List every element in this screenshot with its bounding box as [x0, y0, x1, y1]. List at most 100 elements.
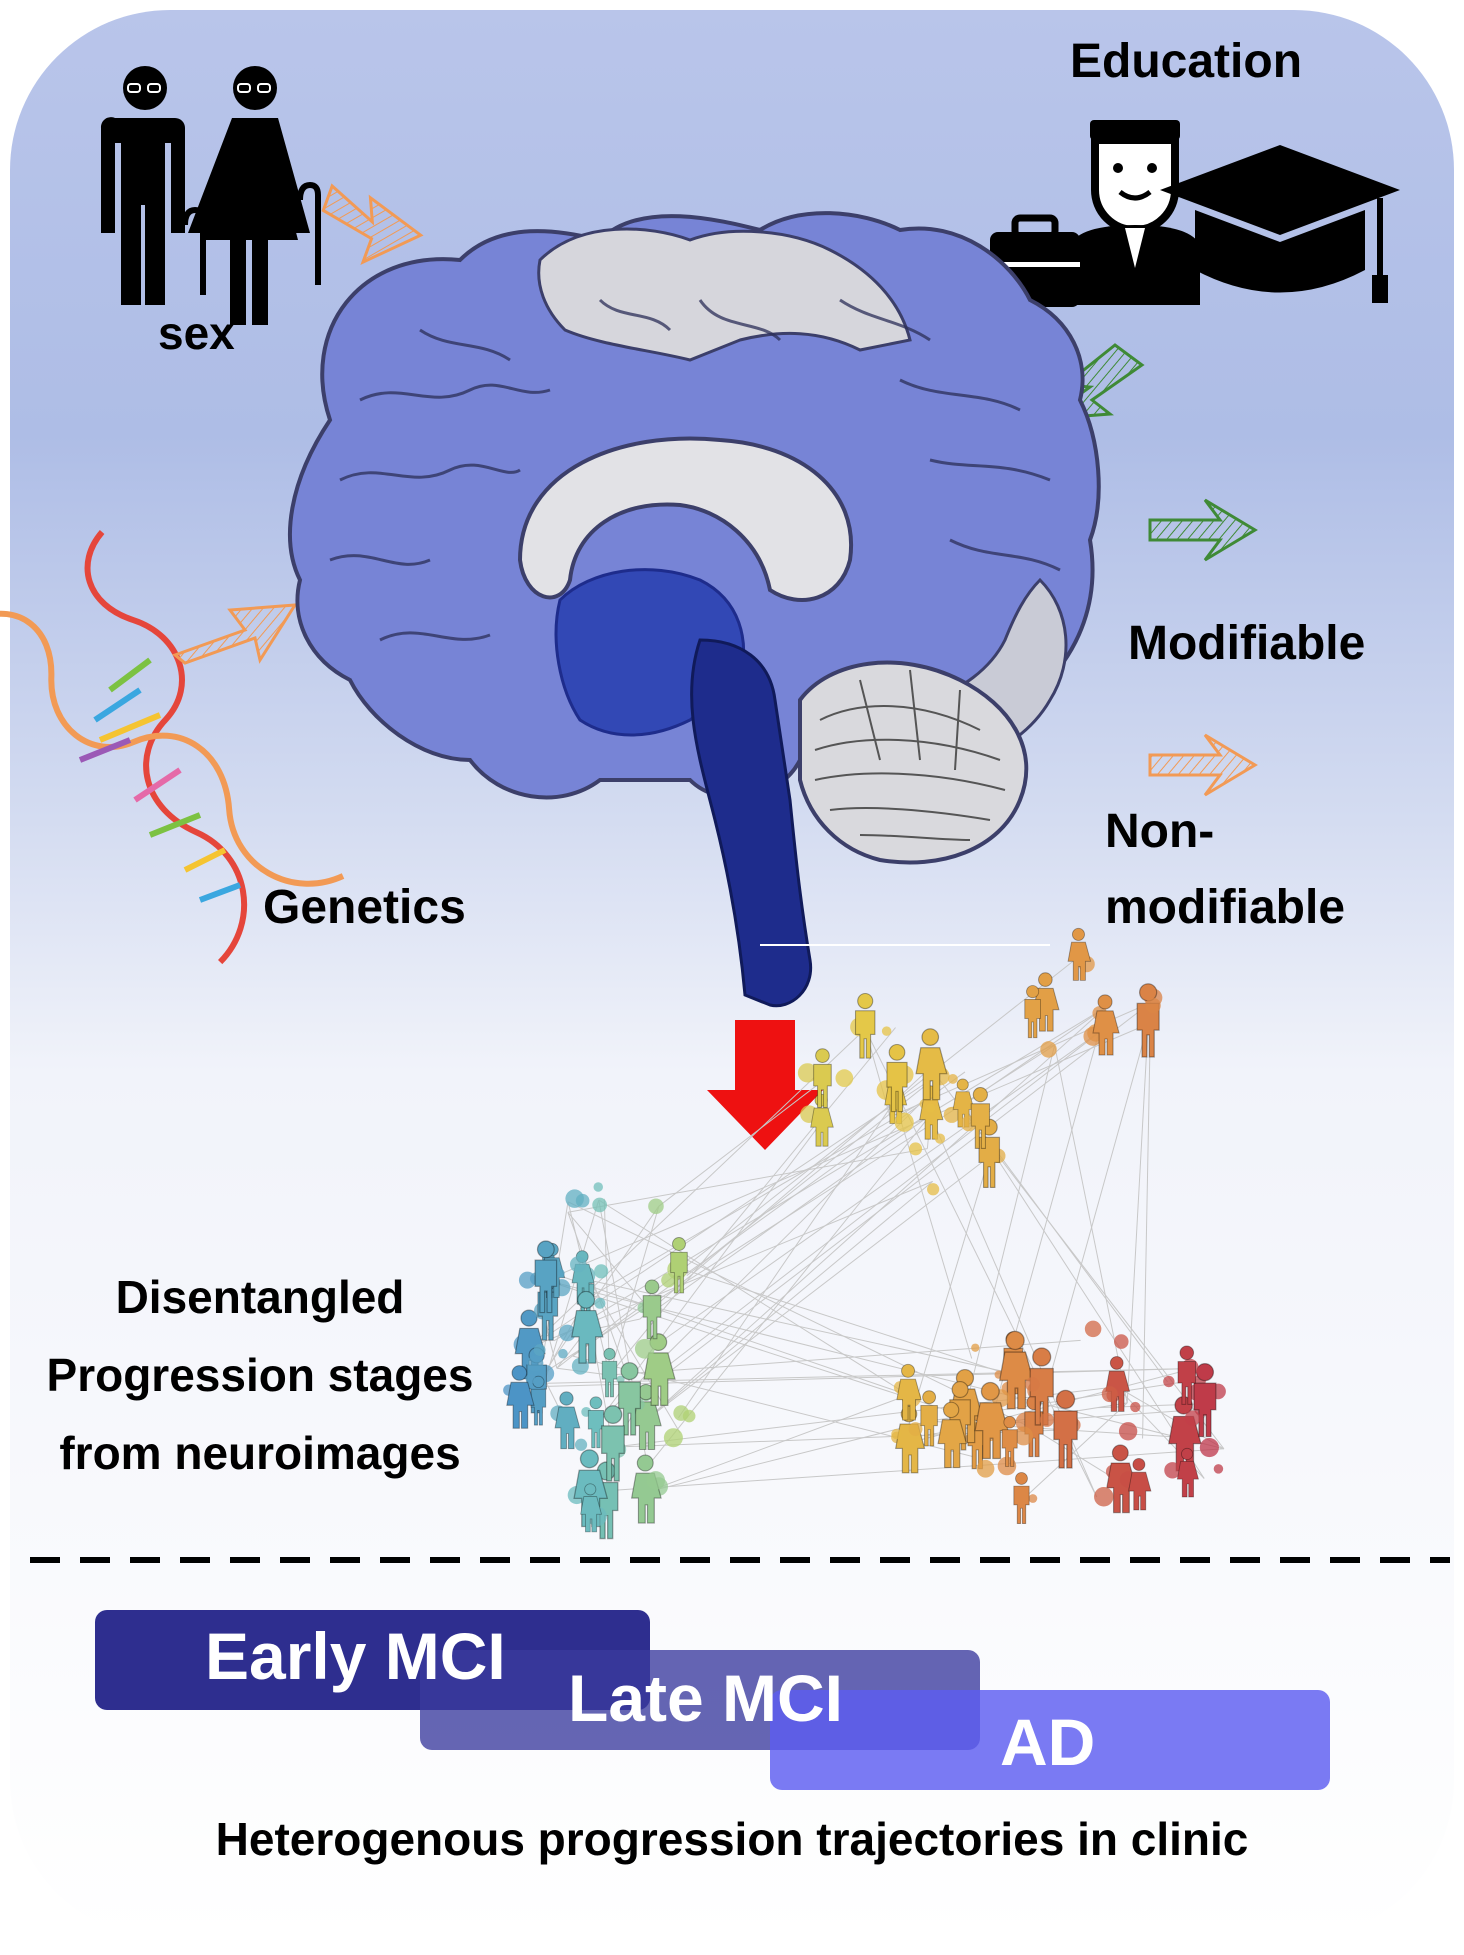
network-node	[943, 1106, 960, 1123]
network-link	[545, 1023, 1149, 1281]
network-link	[651, 1114, 931, 1313]
network-node	[891, 1428, 902, 1440]
person-icon	[886, 1043, 908, 1113]
brain-illustration	[288, 211, 1101, 1008]
network-link	[645, 1180, 933, 1421]
network-node	[894, 1112, 914, 1132]
person-icon	[632, 1383, 662, 1451]
genetics-arrow	[171, 603, 298, 665]
network-node	[1130, 1401, 1141, 1413]
person-icon	[580, 1483, 603, 1533]
network-link	[645, 1394, 909, 1493]
person-icon	[670, 1237, 688, 1294]
network-node	[1184, 1410, 1201, 1426]
modifiable-legend-arrow	[1148, 498, 1258, 562]
person-icon	[642, 1279, 662, 1340]
education-label: Education	[1070, 35, 1303, 88]
network-node	[908, 1422, 923, 1437]
non-modifiable-label-line1: Non-	[1105, 805, 1215, 858]
person-icon	[1024, 985, 1041, 1039]
network-node	[682, 1409, 696, 1423]
network-node	[592, 1197, 607, 1213]
network-node	[1114, 1334, 1129, 1349]
network-node	[835, 1069, 854, 1087]
non-modifiable-legend-arrow	[1148, 733, 1258, 797]
person-icon	[506, 1365, 535, 1429]
network-link	[1126, 1024, 1149, 1403]
network-link	[678, 1100, 896, 1419]
person-icon	[813, 1048, 832, 1108]
person-icon	[896, 1363, 922, 1421]
network-node	[556, 1268, 565, 1278]
graduate-icon	[990, 120, 1400, 307]
network-node	[1163, 1375, 1175, 1388]
network-link	[1116, 1386, 1225, 1450]
network-node	[661, 1273, 676, 1288]
person-icon	[915, 1028, 948, 1101]
network-node	[533, 1344, 546, 1356]
network-link	[538, 1368, 1194, 1388]
caption: Heterogenous progression trajectories in…	[215, 1813, 1249, 1865]
network-link	[962, 1105, 1205, 1479]
network-node	[593, 1182, 603, 1192]
disentangled-label-line3: from neuroimages	[59, 1427, 461, 1479]
progression-network	[503, 927, 1226, 1540]
person-icon	[1001, 1415, 1018, 1467]
network-node	[1028, 1494, 1038, 1503]
person-icon	[530, 1375, 547, 1426]
network-node	[1118, 1422, 1138, 1441]
network-link	[536, 1368, 1194, 1384]
network-link	[647, 1114, 931, 1467]
network-node	[518, 1271, 536, 1289]
person-icon	[937, 1401, 968, 1469]
person-icon	[1053, 1389, 1078, 1469]
dna-icon	[0, 530, 345, 965]
person-icon	[974, 1381, 1009, 1460]
disentangled-label-line1: Disentangled	[115, 1271, 405, 1323]
person-icon	[534, 1240, 558, 1314]
network-node	[1094, 1487, 1114, 1507]
network-link	[567, 1211, 653, 1313]
network-node	[646, 1471, 666, 1490]
network-node	[663, 1428, 683, 1448]
network-link	[1021, 1402, 1128, 1501]
network-node	[971, 1343, 980, 1352]
person-icon	[854, 992, 876, 1059]
network-node	[574, 1438, 588, 1451]
network-link	[629, 1002, 1152, 1403]
network-node	[909, 1142, 923, 1156]
person-icon	[571, 1290, 604, 1364]
network-node	[634, 1338, 655, 1359]
network-link	[964, 1045, 1056, 1410]
network-link	[609, 1339, 1081, 1376]
person-icon	[601, 1347, 618, 1398]
person-icon	[587, 1396, 604, 1449]
stage-label-late-mci: Late MCI	[568, 1661, 844, 1735]
person-icon	[1176, 1447, 1199, 1498]
person-icon	[601, 1405, 625, 1482]
network-node	[558, 1348, 568, 1359]
network-link	[645, 1006, 1107, 1421]
network-link	[658, 1080, 823, 1207]
stage-label-ad: AD	[1000, 1705, 1096, 1779]
red-down-arrow	[707, 1020, 823, 1150]
stage-label-early-mci: Early MCI	[205, 1619, 506, 1693]
stage-bar-ad	[770, 1690, 1330, 1790]
network-node	[594, 1264, 609, 1279]
network-link	[962, 1006, 1107, 1106]
network-node	[1213, 1464, 1224, 1474]
network-node	[927, 1183, 940, 1196]
person-icon	[1013, 1472, 1030, 1525]
network-node	[565, 1189, 584, 1208]
network-node	[616, 1375, 625, 1384]
network-link	[551, 1272, 909, 1396]
network-node	[797, 1063, 818, 1083]
network-node	[976, 1459, 995, 1478]
network-node	[559, 1324, 576, 1342]
sex-label: sex	[158, 307, 235, 359]
network-link	[1046, 1023, 1149, 1388]
network-node	[925, 1103, 936, 1113]
person-icon	[970, 1087, 990, 1149]
